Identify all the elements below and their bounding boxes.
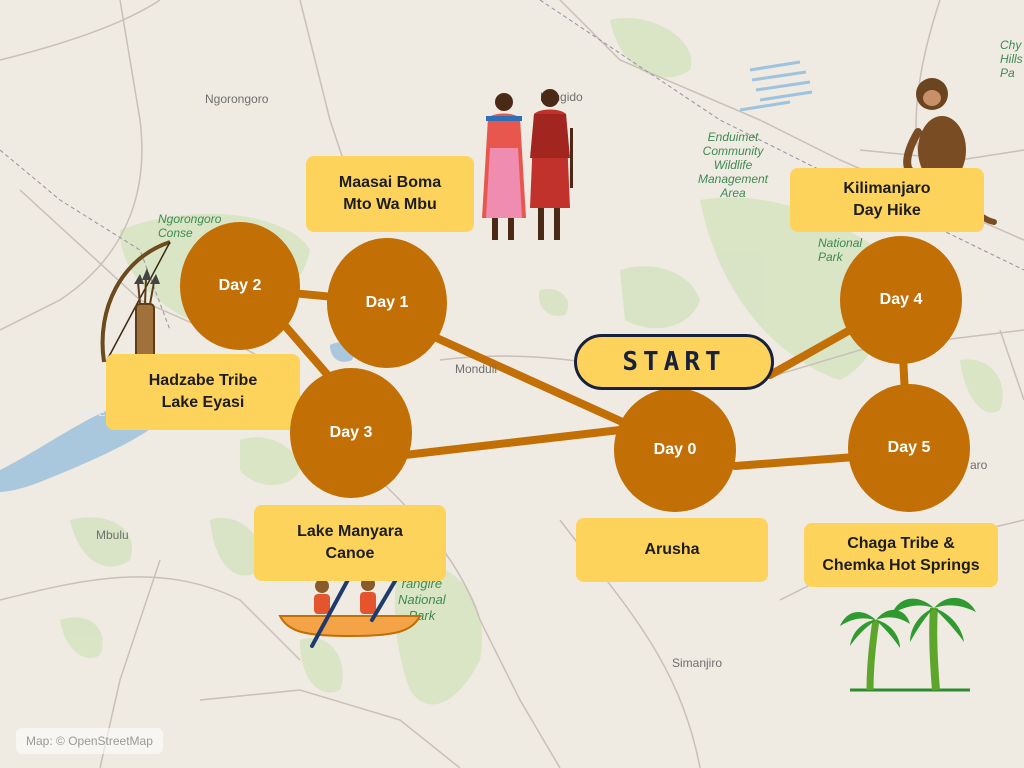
park-label-enduimet: Enduimet Community Wildlife Management A… — [697, 130, 769, 200]
day-node-4: Day 4 — [840, 236, 962, 364]
stop-label-maasai-boma: Maasai Boma Mto Wa Mbu — [306, 156, 474, 232]
day-node-0: Day 0 — [614, 388, 736, 512]
park-label-kilimanjaro: National Park — [818, 236, 863, 264]
stop-label-chaga-tribe: Chaga Tribe & Chemka Hot Springs — [804, 523, 998, 587]
place-label-simanjiro: Simanjiro — [672, 656, 723, 670]
stop-label-hadzabe-tribe: Hadzabe Tribe Lake Eyasi — [106, 354, 300, 430]
day-node-1: Day 1 — [327, 238, 447, 368]
canoe-paddlers-icon — [278, 574, 422, 648]
map-attribution: Map: © OpenStreetMap — [16, 728, 163, 754]
day-node-3: Day 3 — [290, 368, 412, 498]
start-badge: START — [574, 334, 774, 390]
day-node-2: Day 2 — [180, 222, 300, 350]
stop-label-arusha: Arusha — [576, 518, 768, 582]
day-node-5: Day 5 — [848, 384, 970, 512]
bow-and-arrows-icon — [100, 240, 171, 363]
park-label-chyulu: Chy Hills N Pa — [1000, 38, 1024, 80]
place-label-mbulu: Mbulu — [96, 528, 129, 542]
stop-label-kilimanjaro: Kilimanjaro Day Hike — [790, 168, 984, 232]
maasai-people-icon — [482, 89, 573, 240]
park-label-ngorongoro: Ngorongoro Conse — [158, 212, 222, 240]
place-label-lake-eyasi: Lake E — [74, 408, 106, 419]
place-label-monduli: Monduli — [455, 362, 498, 376]
palm-trees-icon — [840, 597, 976, 692]
stop-label-lake-manyara: Lake Manyara Canoe — [254, 505, 446, 581]
place-label-hai: aro — [970, 458, 988, 472]
place-label-ngorongoro: Ngorongoro — [205, 92, 269, 106]
